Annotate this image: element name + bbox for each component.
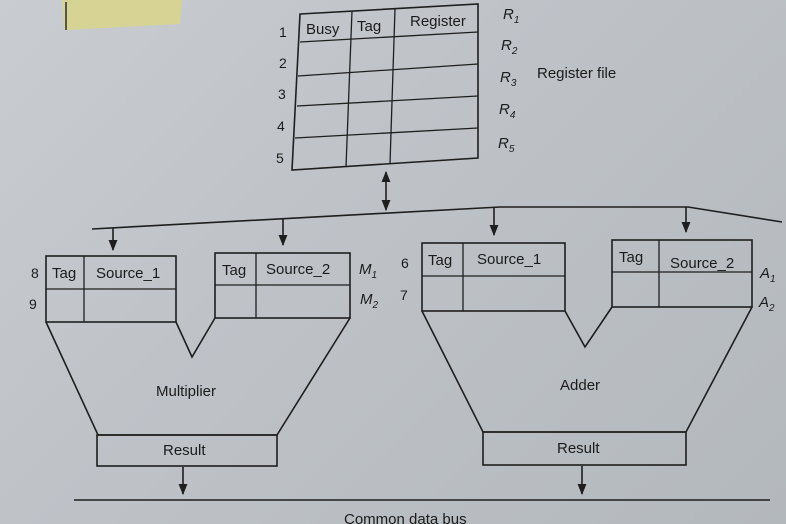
mult-s1-row-number: 8 [31,265,39,281]
adder-funnel-notch [564,306,613,349]
mult-s2-header-source2: Source_2 [266,261,330,278]
common-data-bus-label: Common data bus [344,511,467,524]
mult-station-name-m2: M2 [360,291,379,311]
mult-s1-row-number: 9 [29,296,37,312]
adder-label: Adder [560,377,600,394]
adder-s1-header-tag: Tag [428,252,452,269]
register-header-register: Register [410,13,466,30]
adder-s1-header-source1: Source_1 [477,251,541,268]
register-col-rule [345,10,353,168]
adder-result-box [482,431,687,466]
adder-s2-header-tag: Tag [619,249,643,266]
mult-result-box [96,434,278,467]
sticky-note-corner [62,0,182,30]
register-row-number: 4 [277,118,285,134]
multiplier-label: Multiplier [156,383,216,400]
register-header-tag: Tag [357,18,381,35]
register-file: Busy Tag Register 1 2 3 4 5 R1 R2 R3 R4 … [276,3,616,171]
register-row-rule [296,95,479,107]
operand-bus-line [91,206,783,230]
register-row-number: 5 [276,150,284,166]
mult-s1-header-tag: Tag [52,265,76,282]
register-name-r1: R1 [503,6,519,26]
multiplier-funnel-outer [45,317,351,436]
adder-station-1 [421,242,566,312]
adder-unit: Tag Source_1 6 7 Tag Source_2 A1 A2 Adde… [400,239,776,496]
adder-s2-header-source2: Source_2 [670,255,734,272]
multiplier-unit: Tag Source_1 8 9 Tag Source_2 M1 M2 Mult… [29,252,379,496]
register-row-number: 1 [279,24,287,40]
register-name-r4: R4 [499,101,516,121]
multiplier-funnel-notch [175,317,216,359]
register-row-number: 2 [279,55,287,71]
adder-s1-row-number: 7 [400,287,408,303]
register-row-rule [297,63,479,77]
register-name-r5: R5 [498,135,515,155]
adder-station-name-a2: A2 [758,294,775,314]
register-row-number: 3 [278,86,286,102]
adder-s1-row-number: 6 [401,255,409,271]
register-name-r3: R3 [500,69,517,89]
mult-station-name-m1: M1 [359,261,377,281]
adder-funnel-outer [421,306,753,433]
register-header-busy: Busy [306,21,340,38]
register-col-rule [389,8,396,165]
mult-result-label: Result [163,442,206,459]
register-name-r2: R2 [501,37,518,57]
adder-station-name-a1: A1 [759,265,776,285]
mult-s1-header-source1: Source_1 [96,265,160,282]
register-file-outline [291,3,479,171]
adder-station-2 [611,239,753,308]
register-header-rule [299,31,479,43]
register-file-label: Register file [537,65,616,82]
adder-result-label: Result [557,440,600,457]
register-row-rule [294,127,479,139]
mult-s2-header-tag: Tag [222,262,246,279]
